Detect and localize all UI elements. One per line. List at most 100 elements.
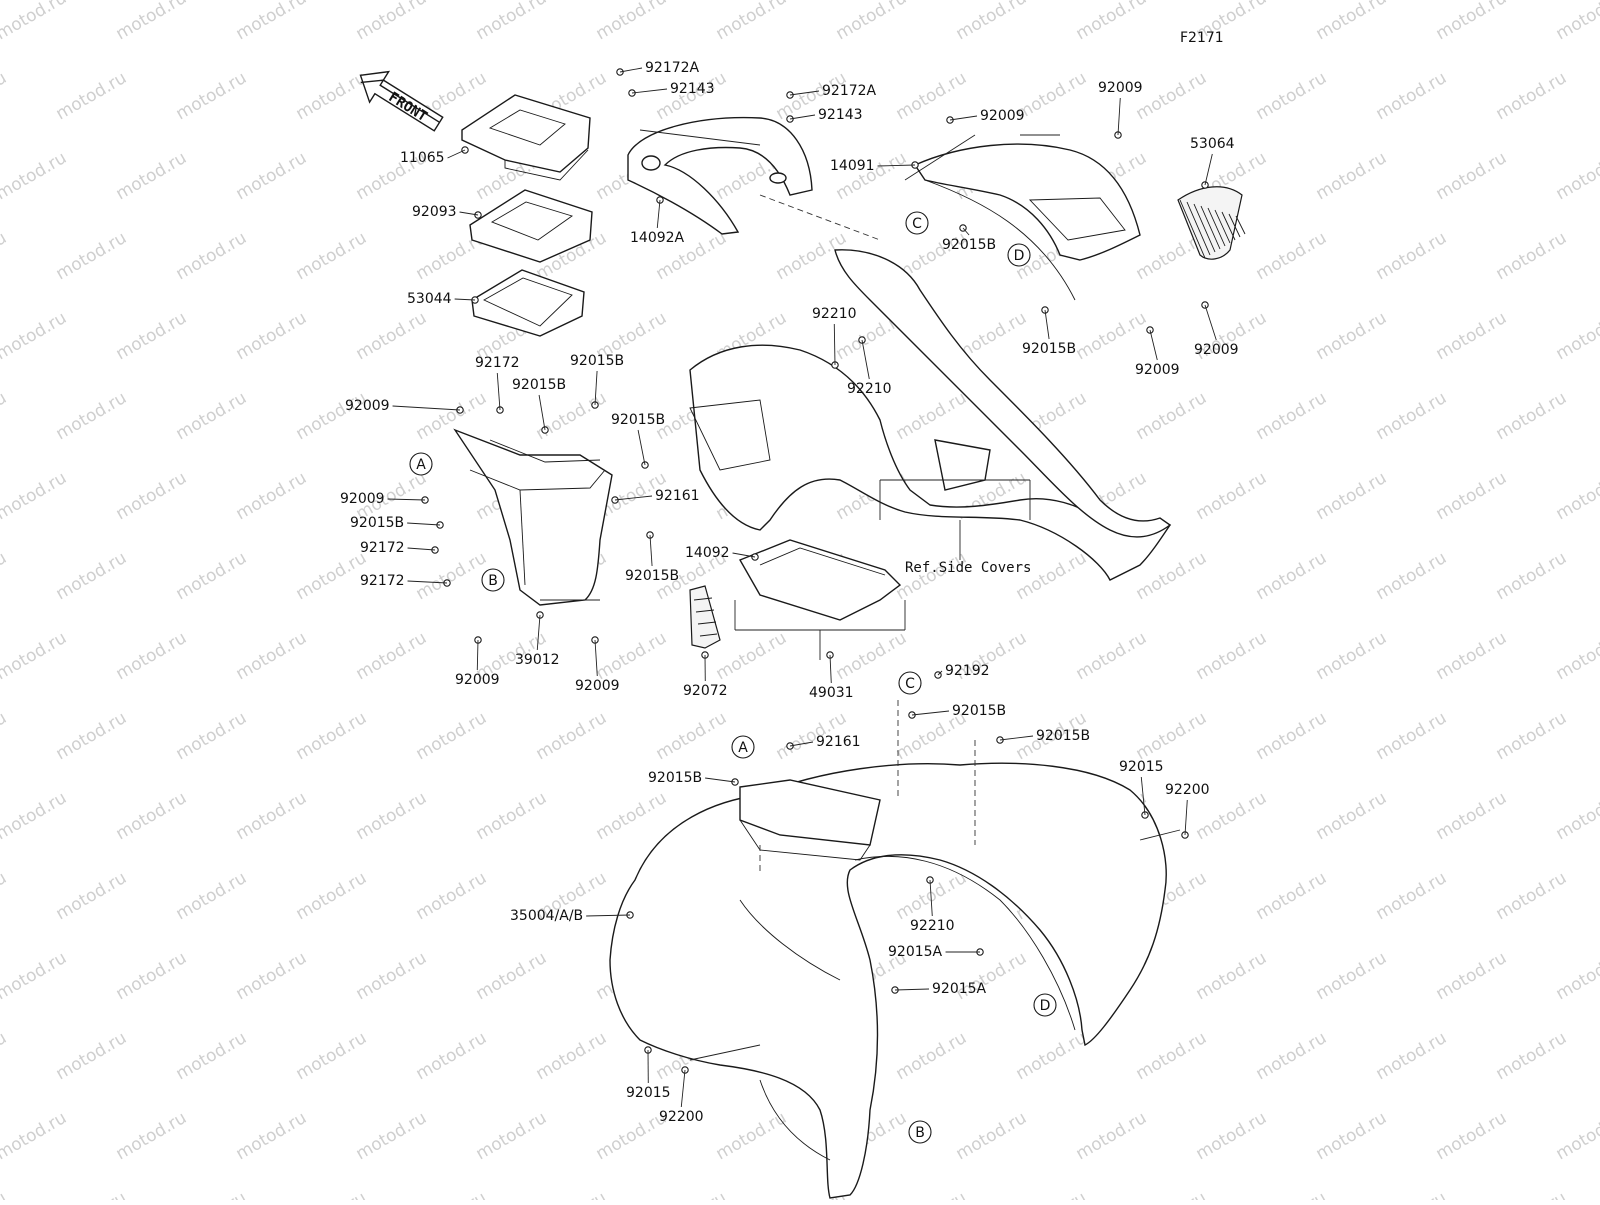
watermark-text: motod.ru <box>1253 1188 1331 1200</box>
part-label-92172: 92172 <box>360 573 405 589</box>
part-label-92210: 92210 <box>847 381 892 397</box>
watermark-text: motod.ru <box>1373 868 1451 924</box>
watermark-text: motod.ru <box>653 1188 731 1200</box>
watermark-text: motod.ru <box>413 708 491 764</box>
leader-line <box>448 150 465 158</box>
watermark-text: motod.ru <box>1253 708 1331 764</box>
watermark-text: motod.ru <box>413 1028 491 1084</box>
watermark-text: motod.ru <box>1493 68 1571 124</box>
watermark-text: motod.ru <box>1553 788 1600 844</box>
watermark-text: motod.ru <box>0 0 70 44</box>
watermark-text: motod.ru <box>893 388 971 444</box>
watermark-text: motod.ru <box>1433 308 1511 364</box>
part-label-14092A: 14092A <box>630 230 685 246</box>
watermark-text: motod.ru <box>173 68 251 124</box>
watermark-text: motod.ru <box>173 1188 251 1200</box>
watermark-text: motod.ru <box>833 148 911 204</box>
part-label-92161: 92161 <box>816 734 861 750</box>
watermark-text: motod.ru <box>593 628 671 684</box>
watermark-text: motod.ru <box>173 548 251 604</box>
watermark-text: motod.ru <box>1313 788 1391 844</box>
part-label-92015A: 92015A <box>888 944 943 960</box>
watermark-text: motod.ru <box>1373 68 1451 124</box>
part-label-92009: 92009 <box>980 108 1025 124</box>
leader-line <box>650 535 652 566</box>
watermark-text: motod.ru <box>1013 548 1091 604</box>
watermark-text: motod.ru <box>1313 308 1391 364</box>
watermark-text: motod.ru <box>233 0 311 44</box>
part-label-92015: 92015 <box>626 1085 671 1101</box>
watermark-text: motod.ru <box>1193 628 1271 684</box>
watermark-text: motod.ru <box>353 0 431 44</box>
part-label-92015B: 92015B <box>512 377 566 393</box>
leader-line <box>834 324 835 365</box>
watermark-text: motod.ru <box>1313 628 1391 684</box>
leader-line <box>408 548 435 550</box>
watermark-text: motod.ru <box>1313 148 1391 204</box>
leader-line <box>657 200 660 228</box>
watermark-text: motod.ru <box>0 468 70 524</box>
watermark-text: motod.ru <box>293 1028 371 1084</box>
watermark-text: motod.ru <box>1133 1188 1211 1200</box>
part-label-35004-A-B: 35004/A/B <box>510 908 583 924</box>
watermark-text: motod.ru <box>833 0 911 44</box>
watermark-text: motod.ru <box>293 548 371 604</box>
watermark-text: motod.ru <box>0 1108 70 1164</box>
watermark-text: motod.ru <box>413 1188 491 1200</box>
leader-line <box>1185 800 1187 835</box>
watermark-text: motod.ru <box>1553 308 1600 364</box>
watermark-text: motod.ru <box>0 228 10 284</box>
watermark-text: motod.ru <box>0 868 10 924</box>
watermark-text: motod.ru <box>713 0 791 44</box>
watermark-text: motod.ru <box>473 948 551 1004</box>
leader-line <box>681 1070 685 1107</box>
part-label-92172: 92172 <box>475 355 520 371</box>
part-label-53044: 53044 <box>407 291 452 307</box>
callout-letter: B <box>915 1125 925 1141</box>
watermark-text: motod.ru <box>293 68 371 124</box>
watermark-text: motod.ru <box>353 308 431 364</box>
watermark-text: motod.ru <box>53 1188 131 1200</box>
watermark-text: motod.ru <box>113 148 191 204</box>
watermark-text: motod.ru <box>1373 388 1451 444</box>
watermark-text: motod.ru <box>0 308 70 364</box>
watermark-text: motod.ru <box>113 1108 191 1164</box>
callout-letter: C <box>905 676 915 692</box>
part-label-92009: 92009 <box>1135 362 1180 378</box>
callout-letter: D <box>1040 998 1051 1014</box>
watermark-text: motod.ru <box>1433 1108 1511 1164</box>
watermark-text: motod.ru <box>173 868 251 924</box>
watermark-text: motod.ru <box>1433 0 1511 44</box>
watermark-text: motod.ru <box>1373 1188 1451 1200</box>
part-label-92015B: 92015B <box>1036 728 1090 744</box>
part-label-92015B: 92015B <box>570 353 624 369</box>
watermark-text: motod.ru <box>1433 468 1511 524</box>
watermark-text: motod.ru <box>893 68 971 124</box>
watermark-text: motod.ru <box>1553 148 1600 204</box>
watermark-text: motod.ru <box>113 468 191 524</box>
watermark-text: motod.ru <box>233 788 311 844</box>
watermark-text: motod.ru <box>1253 68 1331 124</box>
watermark-text: motod.ru <box>1553 628 1600 684</box>
part-label-92015B: 92015B <box>942 237 996 253</box>
watermark-text: motod.ru <box>233 628 311 684</box>
watermark-text: motod.ru <box>593 0 671 44</box>
part-label-39012: 39012 <box>515 652 560 668</box>
watermark-text: motod.ru <box>1193 468 1271 524</box>
leader-line <box>1118 98 1120 135</box>
callout-a: A <box>732 736 754 758</box>
watermark-text: motod.ru <box>953 0 1031 44</box>
watermark-text: motod.ru <box>233 308 311 364</box>
watermark-text: motod.ru <box>1493 1188 1571 1200</box>
watermark-text: motod.ru <box>413 388 491 444</box>
watermark-text: motod.ru <box>1253 868 1331 924</box>
watermark-text: motod.ru <box>1553 1108 1600 1164</box>
part-label-11065: 11065 <box>400 150 445 166</box>
watermark-text: motod.ru <box>473 0 551 44</box>
part-label-92009: 92009 <box>1194 342 1239 358</box>
watermark-text: motod.ru <box>53 68 131 124</box>
callout-d: D <box>1034 994 1056 1016</box>
watermark-text: motod.ru <box>1073 1108 1151 1164</box>
part-label-92015B: 92015B <box>952 703 1006 719</box>
watermark-text: motod.ru <box>653 708 731 764</box>
